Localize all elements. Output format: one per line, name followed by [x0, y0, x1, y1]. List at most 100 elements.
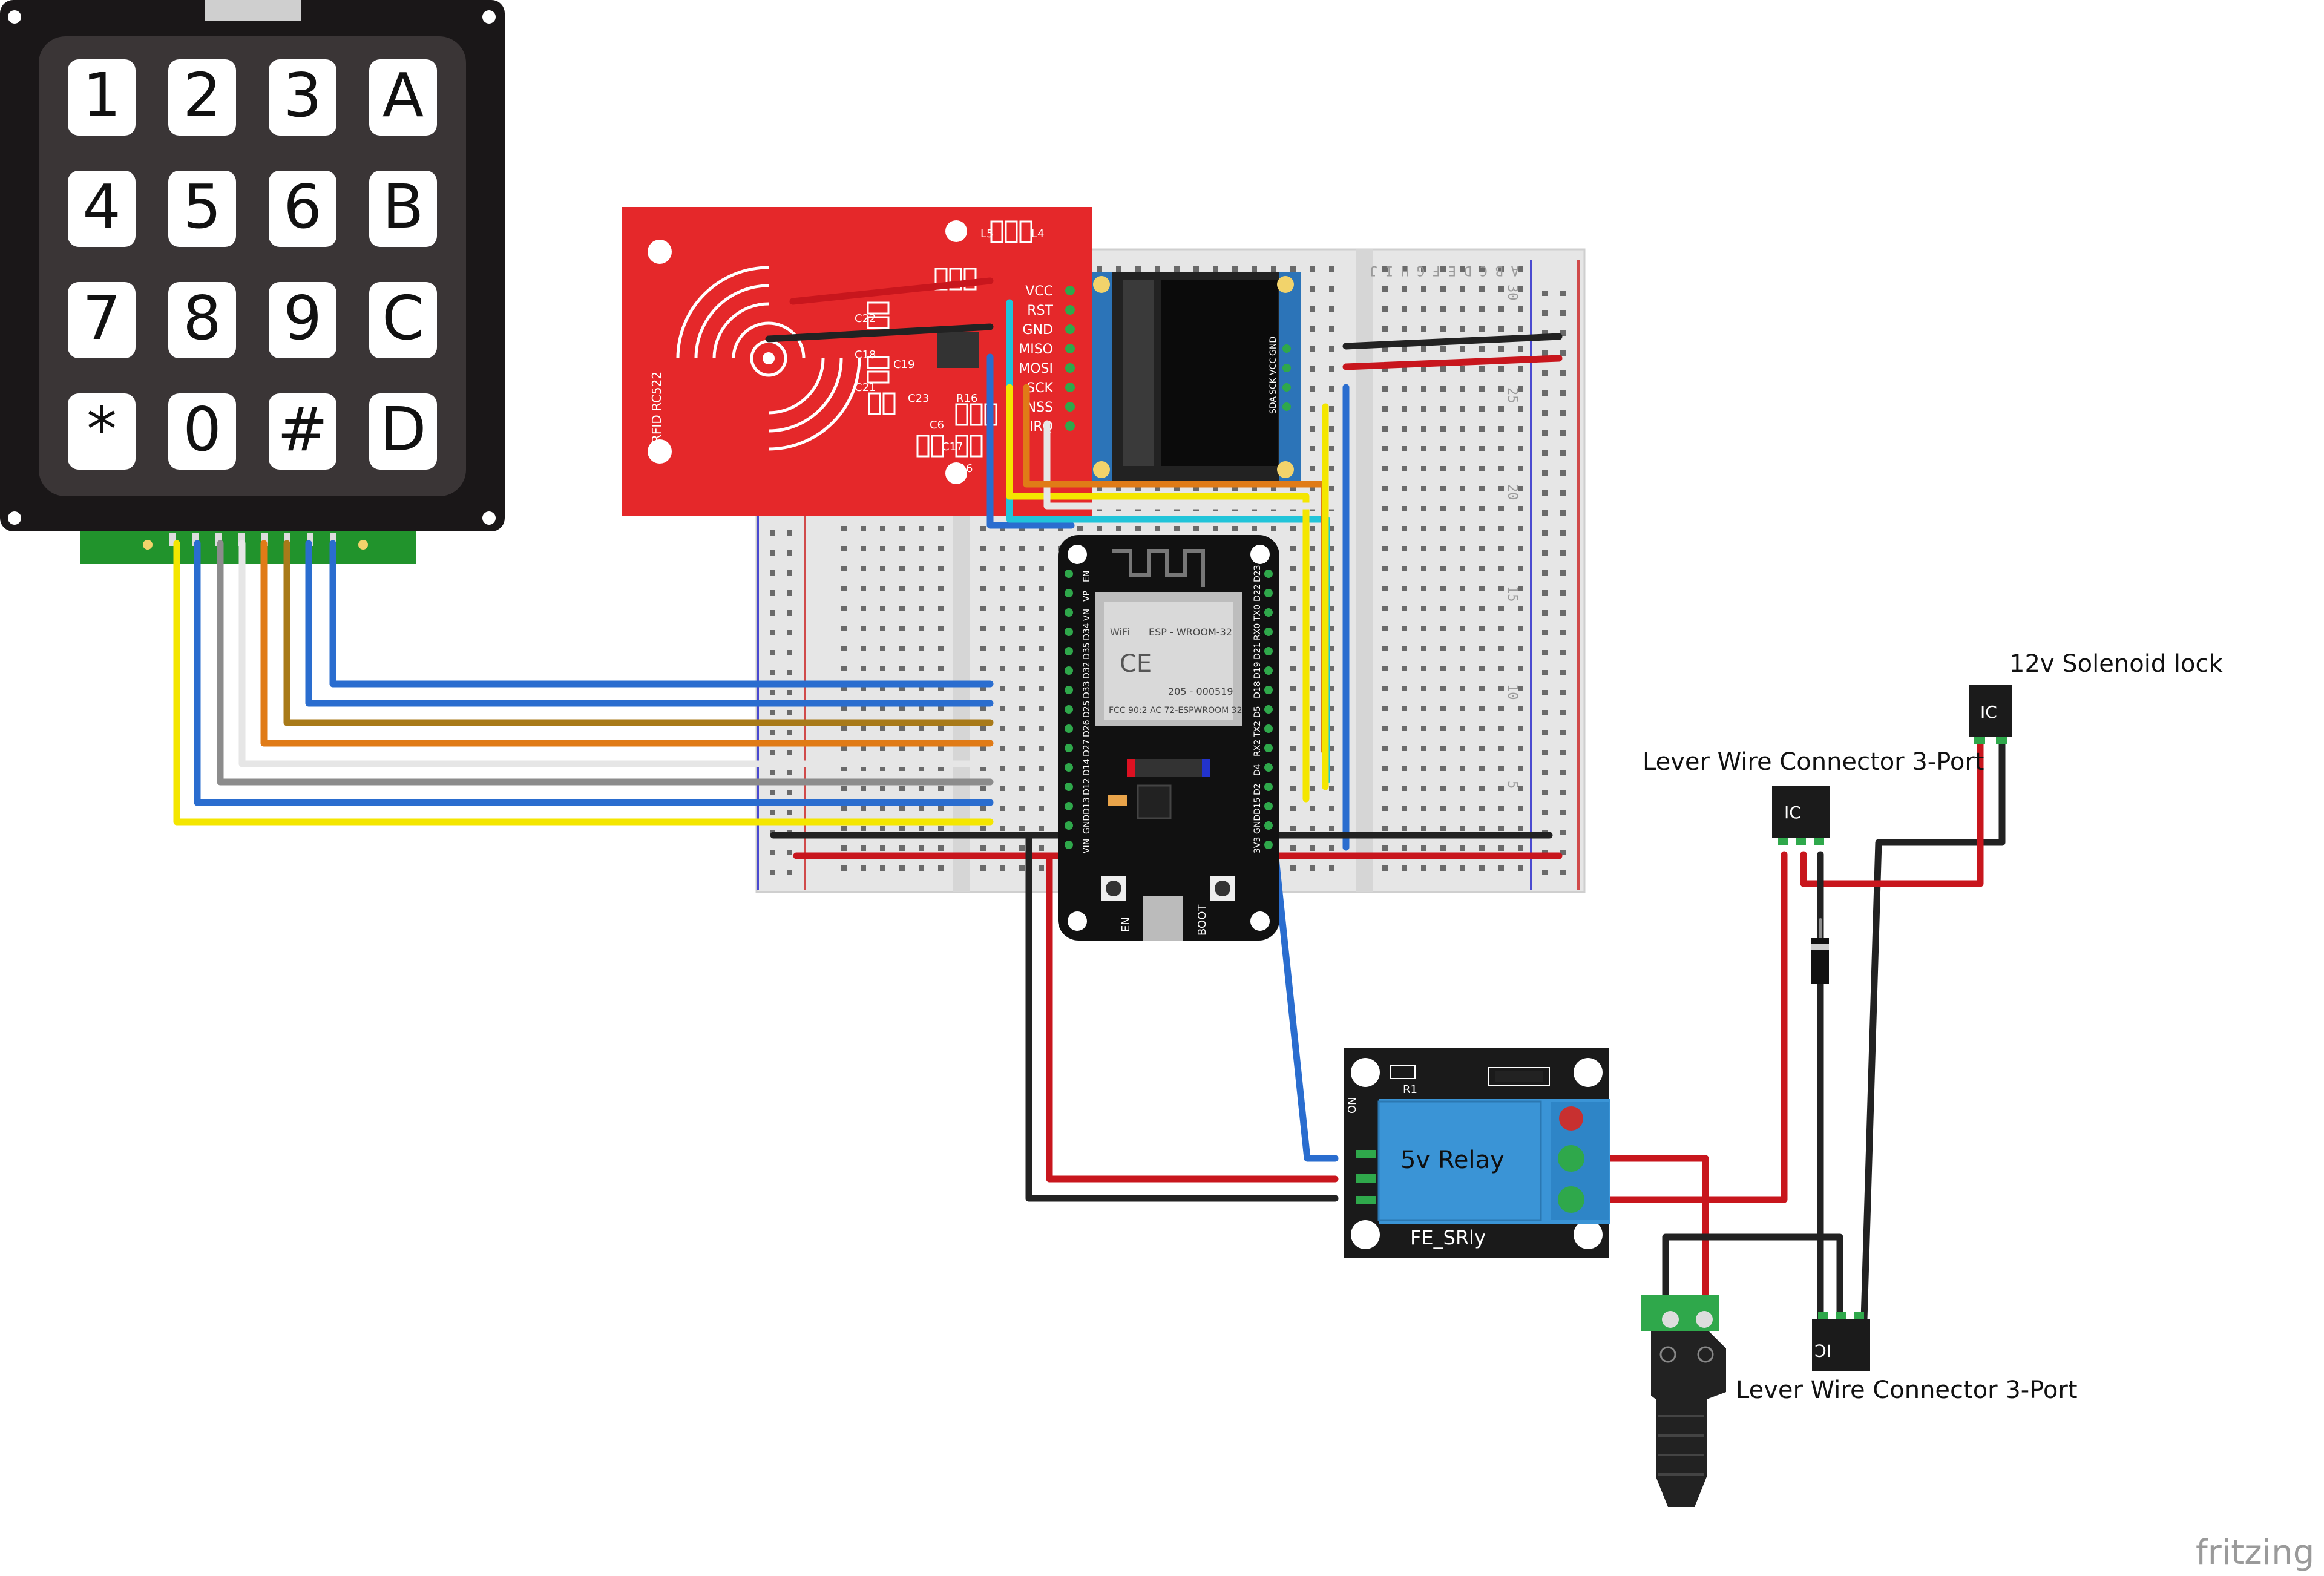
breadboard-hole	[938, 566, 944, 571]
breadboard-hole	[1460, 706, 1465, 711]
breadboard-hole	[899, 845, 905, 851]
breadboard-hole	[1460, 845, 1465, 851]
breadboard-hole	[1019, 786, 1025, 791]
breadboard-hole	[1290, 486, 1296, 491]
breadboard-hole	[1479, 566, 1485, 571]
breadboard-hole	[861, 826, 866, 831]
keypad-key: *	[68, 393, 136, 470]
breadboard-hole	[1440, 566, 1446, 571]
breadboard-rail-hole	[1560, 770, 1566, 775]
breadboard-rail-hole	[787, 670, 792, 675]
breadboard-hole	[1518, 586, 1523, 591]
breadboard-hole	[1382, 306, 1388, 312]
breadboard-hole	[1402, 626, 1407, 631]
breadboard-hole	[1039, 726, 1044, 731]
rfid-pin	[1065, 305, 1075, 315]
breadboard-hole	[1019, 646, 1025, 651]
breadboard-hole	[1329, 746, 1334, 751]
breadboard-rail-hole	[1560, 850, 1566, 855]
breadboard-hole	[1402, 646, 1407, 651]
breadboard-rail-hole	[770, 810, 775, 815]
breadboard-hole	[1518, 406, 1523, 412]
breadboard-rail-hole	[1560, 670, 1566, 675]
breadboard-hole	[1213, 486, 1218, 491]
breadboard-rail-hole	[787, 710, 792, 715]
esp32-pin	[1264, 802, 1273, 810]
solenoid-label: 12v Solenoid lock	[2009, 650, 2223, 678]
breadboard-hole	[1382, 566, 1388, 571]
breadboard-hole	[1116, 486, 1121, 491]
breadboard-hole	[919, 526, 924, 531]
breadboard-hole	[1310, 806, 1315, 811]
breadboard-hole	[1290, 786, 1296, 791]
keypad-key-label: C	[382, 283, 424, 353]
breadboard-hole	[938, 666, 944, 671]
breadboard-hole	[1440, 686, 1446, 691]
breadboard-hole	[1000, 646, 1005, 651]
breadboard-hole	[1135, 486, 1141, 491]
breadboard-hole	[1479, 346, 1485, 352]
breadboard-rail-hole	[1542, 390, 1548, 396]
breadboard-hole	[919, 826, 924, 831]
breadboard-hole	[1310, 726, 1315, 731]
esp32-pin	[1264, 821, 1273, 830]
breadboard-hole	[1039, 546, 1044, 551]
breadboard-hole	[1440, 466, 1446, 471]
breadboard-hole	[919, 646, 924, 651]
breadboard-hole	[980, 686, 986, 691]
breadboard-hole	[1460, 746, 1465, 751]
breadboard-hole	[1440, 546, 1446, 551]
keypad-header-pin	[330, 533, 336, 546]
breadboard-hole	[1498, 826, 1504, 831]
breadboard-hole	[1329, 306, 1334, 312]
breadboard-hole	[841, 706, 847, 711]
breadboard-column-letter: G	[1417, 263, 1425, 278]
breadboard-hole	[1382, 506, 1388, 511]
wire-red	[1800, 737, 1984, 887]
breadboard-hole	[980, 706, 986, 711]
breadboard-hole	[880, 646, 885, 651]
esp32-pin-label: D4	[1253, 764, 1262, 776]
breadboard-hole	[1402, 566, 1407, 571]
breadboard-hole	[1498, 626, 1504, 631]
breadboard-hole	[1382, 666, 1388, 671]
breadboard-hole	[1402, 666, 1407, 671]
breadboard-hole	[841, 626, 847, 631]
breadboard-hole	[1019, 546, 1025, 551]
esp32-module: ESP - WROOM-32	[1149, 626, 1232, 638]
breadboard-hole	[1310, 346, 1315, 352]
breadboard-hole	[899, 865, 905, 871]
breadboard-hole	[1498, 426, 1504, 432]
esp32-pin	[1264, 608, 1273, 617]
breadboard-row-number: 25	[1505, 387, 1520, 404]
breadboard-hole	[1479, 526, 1485, 531]
breadboard-hole	[1039, 666, 1044, 671]
breadboard-hole	[1402, 746, 1407, 751]
breadboard-hole	[1460, 526, 1465, 531]
breadboard-hole	[1498, 366, 1504, 372]
breadboard-rail-hole	[787, 810, 792, 815]
breadboard-hole	[1460, 626, 1465, 631]
breadboard-hole	[1000, 786, 1005, 791]
breadboard-hole	[1479, 266, 1485, 272]
breadboard-hole	[1440, 266, 1446, 272]
breadboard-hole	[1290, 666, 1296, 671]
breadboard-hole	[1498, 706, 1504, 711]
breadboard-hole	[1329, 606, 1334, 611]
breadboard-rail-hole	[1542, 310, 1548, 316]
breadboard-hole	[1440, 526, 1446, 531]
breadboard-hole	[1402, 326, 1407, 332]
wire-black	[1860, 737, 2006, 1323]
breadboard-hole	[1460, 446, 1465, 451]
esp32-pin-label: D32	[1082, 662, 1092, 679]
esp32-pin	[1264, 686, 1273, 694]
breadboard-hole	[861, 786, 866, 791]
breadboard-hole	[1382, 786, 1388, 791]
breadboard-rail-hole	[1542, 470, 1548, 476]
breadboard-hole	[880, 786, 885, 791]
breadboard-hole	[841, 566, 847, 571]
esp32-pin	[1264, 724, 1273, 733]
breadboard-hole	[1329, 786, 1334, 791]
breadboard-hole	[1402, 486, 1407, 491]
lever-top-ic-label: IC	[1784, 803, 1801, 822]
